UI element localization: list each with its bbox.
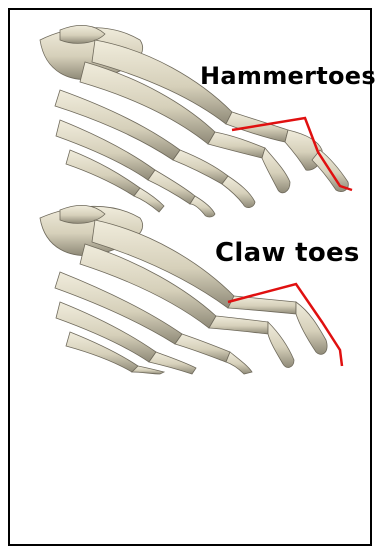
claw-toes-label: Claw toes [215,238,360,268]
hammertoes-label: Hammertoes [200,62,376,90]
